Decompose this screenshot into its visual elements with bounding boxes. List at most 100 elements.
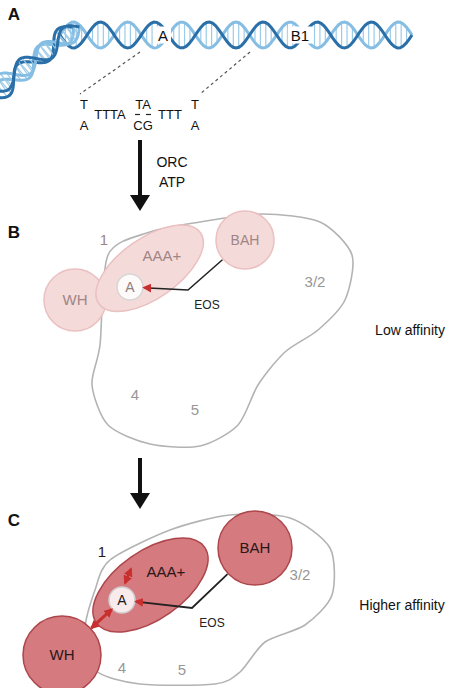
base-pair-rung xyxy=(40,45,51,58)
domain-shape xyxy=(93,538,208,632)
base-pair-rung xyxy=(16,66,27,79)
base-pair-rung xyxy=(26,62,33,70)
step-arrow-head xyxy=(130,493,150,509)
text-anchor: 3/2 xyxy=(305,274,326,290)
base-pair-rung xyxy=(271,27,272,42)
base-pair-rung xyxy=(7,73,13,82)
base-pair-rung xyxy=(56,31,67,44)
domain-outline xyxy=(109,587,135,613)
text-anchor: CG xyxy=(133,117,153,133)
origin-element: A xyxy=(116,273,144,301)
text-anchor: 5 xyxy=(178,662,186,678)
text-anchor: TA xyxy=(135,96,151,112)
base-pair-rung xyxy=(81,27,82,42)
base-pair-rung xyxy=(179,23,180,48)
bah-domain: BAH xyxy=(215,210,275,270)
base-pair-rung xyxy=(37,51,43,60)
base-pair-rung xyxy=(314,23,315,48)
domain-shape xyxy=(96,225,203,311)
sequence-base: T xyxy=(191,98,199,111)
dna-strand xyxy=(60,22,412,48)
base-pair-rung xyxy=(76,23,77,48)
base-pair-rung xyxy=(0,77,6,91)
base-pair-rung xyxy=(238,23,239,48)
base-pair-rung xyxy=(189,27,190,42)
text-anchor: B xyxy=(8,224,20,241)
base-pair-rung xyxy=(70,23,71,48)
base-pair-rung xyxy=(124,23,125,48)
base-pair-rung xyxy=(184,23,185,48)
text-anchor: TTTA xyxy=(94,106,126,122)
state-label: Low affinity xyxy=(375,323,445,337)
dna-strand xyxy=(0,27,79,90)
connector xyxy=(136,574,228,608)
base-pair-rung xyxy=(336,27,337,42)
base-pair-rung xyxy=(390,27,391,42)
base-pair-rung xyxy=(352,27,353,42)
connector-group xyxy=(91,260,227,628)
dna-strand xyxy=(0,27,74,97)
text-anchor: WH xyxy=(63,292,88,308)
text-anchor: B1 xyxy=(288,27,312,44)
base-pair-rung xyxy=(66,27,73,35)
base-pair-rung xyxy=(50,42,56,51)
text-anchor: 4 xyxy=(131,387,139,403)
text-anchor: TTT xyxy=(158,106,182,122)
base-pair-rung xyxy=(108,27,109,42)
sequence-base: T xyxy=(80,98,88,111)
base-pair-rung xyxy=(173,27,174,42)
sequence-base: TTT xyxy=(158,108,182,121)
reagent-label: ATP xyxy=(159,175,185,189)
subunit-number: 3/2 xyxy=(290,567,311,582)
base-pair-rung xyxy=(34,55,41,63)
bah-domain: BAH xyxy=(217,510,293,586)
sequence-base: A xyxy=(80,119,89,132)
text-anchor: BAH xyxy=(231,232,260,248)
base-pair-rung xyxy=(260,23,261,48)
base-pair-rung xyxy=(146,27,147,42)
aaa-domain: 1AAA+ A xyxy=(96,225,203,311)
text-anchor: AAA+ xyxy=(147,564,186,580)
domain-outline xyxy=(23,616,101,688)
text-anchor: Higher affinity xyxy=(359,597,444,613)
base-pair-rung xyxy=(44,42,54,56)
domain-label: AAA+ xyxy=(143,248,182,263)
domain-label: 1 xyxy=(100,232,108,247)
base-pair-rung xyxy=(119,27,120,42)
zoom-line xyxy=(80,52,140,94)
base-pair-rung xyxy=(59,35,65,44)
base-pair-rung xyxy=(265,23,266,48)
edge-label: EOS xyxy=(193,299,220,311)
base-pair-rung xyxy=(151,23,152,48)
aaa-domain: 1AAA+A xyxy=(93,538,208,632)
dna-helix xyxy=(60,22,412,48)
base-pair-rung xyxy=(0,84,7,97)
zoom-line xyxy=(200,52,250,94)
base-pair-rung xyxy=(233,23,234,48)
text-anchor: 4 xyxy=(118,660,126,676)
base-pair-rung xyxy=(20,63,31,76)
text-anchor: 3/2 xyxy=(290,567,311,583)
text-anchor: 5 xyxy=(191,402,199,418)
domain-label: WH xyxy=(50,647,75,662)
base-pair-rung xyxy=(135,27,136,42)
text-anchor: ORC xyxy=(156,154,187,170)
base-pair-rung xyxy=(36,49,47,62)
base-pair-rung xyxy=(373,23,374,48)
base-pair-rung xyxy=(130,23,131,48)
domain-outline xyxy=(76,519,223,650)
base-pair-rung xyxy=(211,23,212,48)
base-pair-rung xyxy=(66,26,76,40)
base-pair-rung xyxy=(22,58,32,72)
panel-letter: B xyxy=(8,224,20,241)
base-pair-rung xyxy=(40,45,50,59)
base-pair-rung xyxy=(92,27,93,42)
text-anchor: 1 xyxy=(100,232,108,248)
dna-strand xyxy=(0,27,74,98)
base-pair-rung xyxy=(341,23,342,48)
base-pair-rung xyxy=(254,27,255,42)
subunit-number: 3/2 xyxy=(305,274,326,289)
origin-element: A xyxy=(108,586,136,614)
